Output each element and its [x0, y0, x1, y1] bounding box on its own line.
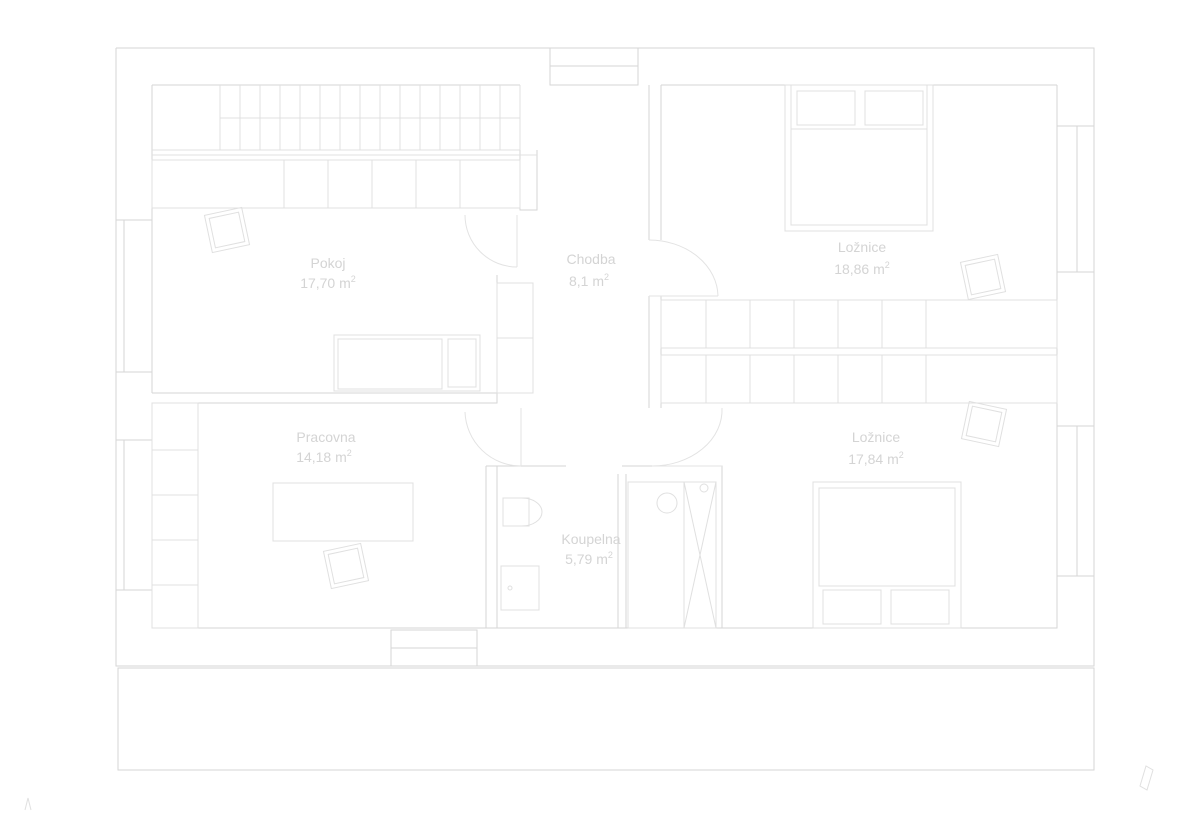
room-labels: Pokoj 17,70 m2 Chodba 8,1 m2 Ložnice 18,…: [296, 239, 904, 567]
room-name-koupelna: Koupelna: [561, 531, 620, 547]
room-name-loznice-bottom: Ložnice: [852, 429, 900, 445]
furniture: [203, 84, 1008, 629]
doors: [464, 214, 723, 467]
room-area-chodba: 8,1 m2: [569, 272, 609, 289]
room-area-loznice-bottom: 17,84 m2: [848, 450, 904, 467]
outer-walls: [115, 47, 1095, 771]
room-area-loznice-top: 18,86 m2: [834, 260, 890, 277]
staircase: [152, 85, 537, 156]
room-name-loznice-top: Ložnice: [838, 239, 886, 255]
corner-marks: [24, 765, 1154, 811]
room-name-pracovna: Pracovna: [296, 429, 355, 445]
room-area-pracovna: 14,18 m2: [296, 448, 352, 465]
room-name-chodba: Chodba: [566, 251, 615, 267]
room-area-koupelna: 5,79 m2: [565, 550, 613, 567]
room-area-pokoj: 17,70 m2: [300, 274, 356, 291]
wardrobes: [151, 159, 1058, 629]
room-name-pokoj: Pokoj: [310, 255, 345, 271]
